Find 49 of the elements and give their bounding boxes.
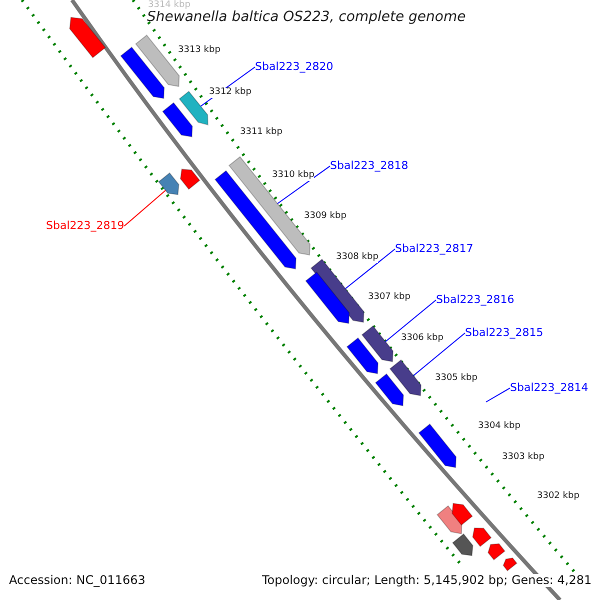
scale-label: 3305 kbp [435,374,478,384]
scale-label: 3312 kbp [209,88,252,98]
gene-label: Sbal223_2815 [465,327,544,340]
gene-block [472,527,492,548]
gene-block [436,505,462,534]
leader-line [412,332,466,376]
scale-label: 3304 kbp [478,422,520,432]
leader-line [124,190,166,227]
gene-block [452,502,473,526]
leader-line [384,300,436,342]
gene-block [361,325,394,362]
gene-block [214,170,296,270]
footer-text: Accession: NC_011663 [9,574,146,588]
gene-label: Sbal223_2817 [395,243,474,256]
gene-block [305,272,350,324]
scale-label: 3309 kbp [304,212,346,222]
gene-block [502,557,518,572]
scale-label: 3311 kbp [240,128,282,138]
gene-block [452,533,474,556]
gene-block [346,337,378,374]
gene-label: Sbal223_2816 [436,294,514,306]
gene-block [418,423,457,468]
gene-block [180,168,200,190]
gene-block [162,102,193,138]
scale-label: 3308 kbp [336,253,378,263]
gene-block [120,46,165,99]
gene-block [389,359,422,396]
gene-label: Sbal223_2819 [46,220,124,232]
gene-block [135,34,180,87]
gene-label: Sbal223_2814 [510,382,588,394]
leader-line [344,248,396,290]
leader-line [486,388,510,402]
scale-label: 3307 kbp [368,293,410,303]
gene-label: Sbal223_2818 [330,160,408,172]
gene-label: Sbal223_2820 [255,61,334,74]
gene-block [158,172,180,196]
title: Shewanella baltica OS223, complete genome [147,10,466,26]
footer-text: Topology: circular; Length: 5,145,902 bp; Genes: 4,281 [262,574,592,588]
scale-label: 3302 kbp [537,492,580,502]
scale-label: 3314 kbp [148,1,190,11]
scale-label: 3303 kbp [502,453,544,463]
gene-block [374,373,404,406]
leader-line [276,166,330,204]
scale-label: 3310 kbp [272,171,314,181]
gene-block [178,90,208,126]
scale-label: 3306 kbp [401,334,444,344]
gene-block [69,16,106,58]
scale-label: 3313 kbp [178,46,220,56]
gene-block [488,543,506,560]
